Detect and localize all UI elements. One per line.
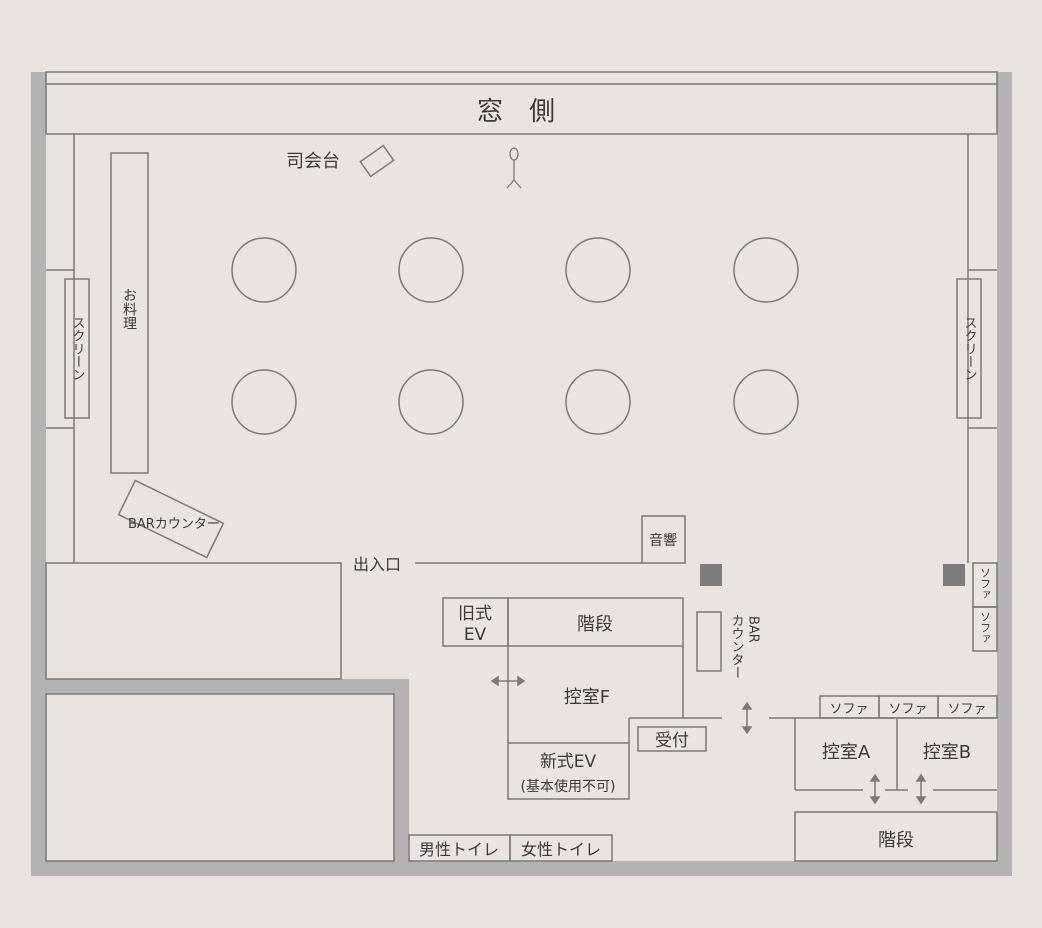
old-ev-label-line2: EV	[464, 625, 487, 645]
round-table	[231, 369, 297, 435]
screen-right	[956, 278, 982, 419]
round-table	[398, 237, 464, 303]
stairs-right-label: 階段	[878, 830, 914, 851]
storage-room	[45, 693, 395, 862]
round-tables	[231, 237, 799, 435]
womens-toilet-label: 女性トイレ	[521, 840, 601, 859]
round-table	[231, 237, 297, 303]
mens-toilet-label: 男性トイレ	[419, 840, 499, 859]
double-arrow-vertical-icon	[869, 773, 881, 805]
entrance-label: 出入口	[353, 555, 401, 574]
sofa-2-label: ソファ	[888, 702, 927, 717]
reception-box	[637, 726, 707, 752]
old-ev-label-line1: 旧式	[458, 604, 492, 624]
waiting-room-b-label: 控室B	[923, 742, 971, 763]
round-table	[733, 237, 799, 303]
wall-left	[31, 72, 46, 876]
food-table	[110, 152, 149, 474]
sofa-1-label: ソファ	[829, 702, 868, 717]
pillar	[700, 564, 722, 586]
double-arrow-vertical-icon	[915, 773, 927, 805]
stairs-center-label: 階段	[577, 614, 613, 635]
screen-right-label: スクリーン	[962, 316, 977, 381]
double-arrow-vertical-icon	[741, 701, 753, 735]
screen-left-label: スクリーン	[70, 316, 85, 381]
reception-label: 受付	[655, 731, 689, 751]
wall-right	[997, 72, 1012, 876]
new-ev-label-line1: 新式EV	[540, 752, 597, 772]
bar-counter-right-shape	[696, 611, 722, 672]
round-table	[398, 369, 464, 435]
podium-label: 司会台	[286, 151, 340, 172]
sound-label: 音響	[649, 532, 677, 549]
waiting-room-a-label: 控室A	[822, 742, 871, 763]
sound-booth	[641, 515, 686, 564]
outer-walls	[31, 72, 1012, 876]
round-table	[565, 237, 631, 303]
sofa-3-label: ソファ	[947, 702, 986, 717]
waiting-room-f-label: 控室F	[564, 687, 610, 708]
podium-shape	[359, 144, 395, 178]
bar-counter-left-shape	[117, 479, 225, 559]
window-side-label: 窓 側	[477, 97, 555, 127]
food-label: お料理	[121, 288, 137, 330]
new-ev-label-line2: (基本使用不可)	[521, 778, 616, 795]
wall-bottom	[31, 861, 1012, 876]
stairs-right-box	[794, 811, 998, 862]
arrows	[490, 675, 927, 805]
sofa-side-1-label: ソファ	[979, 567, 992, 600]
window-strip	[45, 71, 998, 135]
double-arrow-horizontal-icon	[490, 675, 526, 687]
person-icon	[506, 147, 522, 189]
round-table	[733, 369, 799, 435]
screen-left	[64, 278, 90, 419]
lower-left-room	[45, 562, 342, 680]
new-ev-box	[507, 742, 630, 800]
stairs-center-box	[507, 597, 684, 647]
womens-toilet-box	[509, 834, 613, 862]
wall-inner-vertical	[394, 679, 409, 876]
sofa-side-2-label: ソファ	[979, 611, 992, 644]
bar-counter-right-label-1: BAR	[746, 616, 761, 643]
bar-counter-left-label: BARカウンター	[128, 517, 220, 532]
bar-counter-right-label-2: カウンター	[729, 614, 744, 679]
sofa-side-2-box	[972, 606, 998, 652]
wall-inner-horizontal	[31, 679, 409, 694]
pillar	[943, 564, 965, 586]
round-table	[565, 369, 631, 435]
